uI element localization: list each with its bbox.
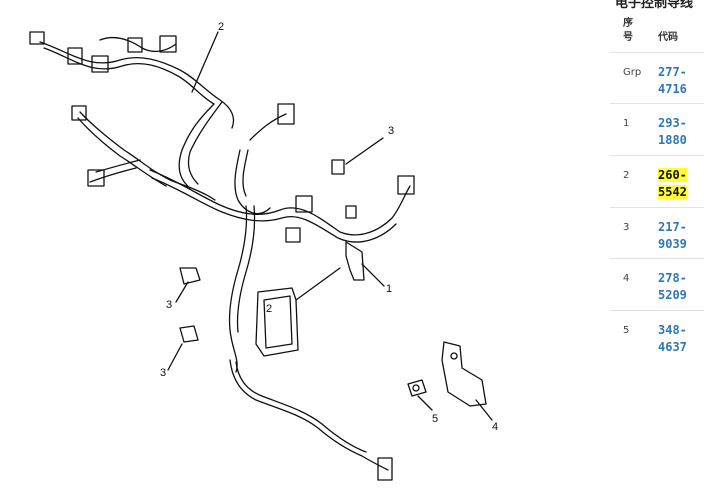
part-code-line-1: 260- [658, 168, 687, 182]
part-code-line-1: 278- [658, 271, 687, 285]
part-code-link[interactable]: 217- 9039 [658, 219, 692, 253]
callout-label-ecm-2: 2 [266, 303, 272, 315]
part-code-line-2: 5542 [658, 185, 687, 199]
wiring-harness-illustration: 2 2 1 3 3 3 4 5 [29, 21, 498, 481]
row-seq: Grp [623, 67, 642, 78]
callout-label-bolt-5: 5 [432, 413, 438, 425]
part-code-link[interactable]: 278- 5209 [658, 270, 692, 304]
callout-label-clip-3b: 3 [166, 299, 172, 311]
part-code-line-1: 293- [658, 116, 687, 130]
part-code-line-1: 217- [658, 220, 687, 234]
callout-label-clip-3a: 3 [388, 125, 394, 137]
parts-row: 3 217- 9039 [610, 207, 704, 259]
part-code-line-2: 1880 [658, 133, 687, 147]
callout-label-bracket-4: 4 [492, 421, 498, 433]
part-code-link[interactable]: 348- 4637 [658, 322, 692, 356]
callout-label-clip-3c: 3 [160, 367, 166, 379]
parts-row: 5 348- 4637 [610, 310, 704, 363]
part-code-line-2: 4637 [658, 340, 687, 354]
part-code-line-2: 4716 [658, 82, 687, 96]
parts-row-selected: 2 260- 5542 [610, 155, 704, 208]
row-seq: 5 [623, 325, 630, 336]
parts-diagram: 2 2 1 3 3 3 4 5 [29, 21, 499, 481]
part-code-link[interactable]: 277- 4716 [658, 64, 692, 98]
callout-label-harness-2: 2 [218, 21, 224, 33]
part-code-line-1: 348- [658, 323, 687, 337]
row-seq: 2 [623, 170, 630, 181]
part-code-link[interactable]: 260- 5542 [658, 167, 692, 201]
parts-row: 1 293- 1880 [610, 103, 704, 156]
callout-label-bracket-1: 1 [386, 283, 392, 295]
parts-row: 4 278- 5209 [610, 258, 704, 311]
parts-list-panel: 电子控制导线 序号 代码 Grp 277- 4716 1 293- 1880 2 2… [610, 0, 704, 493]
part-code-line-2: 5209 [658, 288, 687, 302]
row-seq: 3 [623, 222, 630, 233]
panel-title: 电子控制导线 [615, 0, 694, 11]
column-header-seq: 序号 [623, 18, 633, 43]
column-header-code: 代码 [658, 32, 678, 43]
part-code-link[interactable]: 293- 1880 [658, 115, 692, 149]
row-seq: 1 [623, 118, 630, 129]
parts-row: Grp 277- 4716 [610, 52, 704, 104]
part-code-line-1: 277- [658, 65, 687, 79]
part-code-line-2: 9039 [658, 237, 687, 251]
row-seq: 4 [623, 273, 630, 284]
